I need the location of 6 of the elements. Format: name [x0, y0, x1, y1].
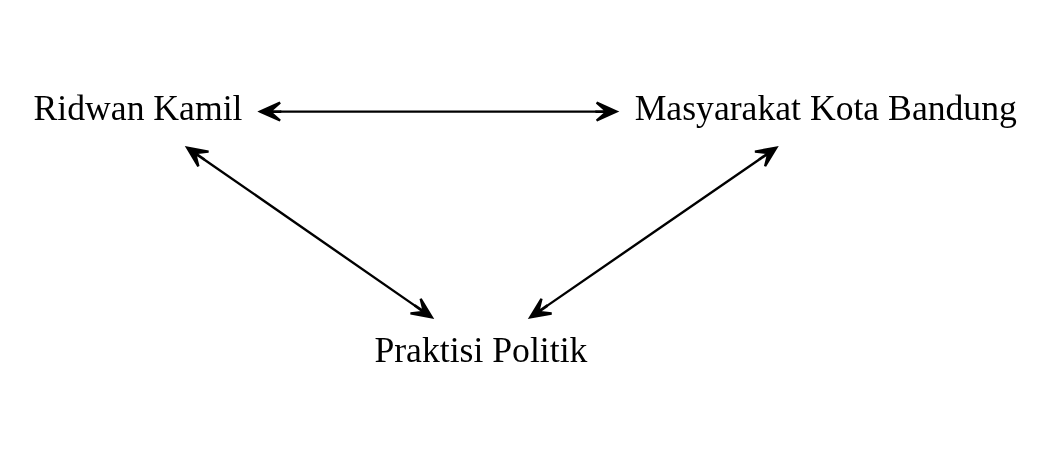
arrow: [259, 101, 618, 122]
node-text: Praktisi Politik: [374, 330, 588, 371]
arrow: [529, 146, 778, 319]
node-text: Ridwan Kamil: [33, 88, 243, 129]
arrow: [186, 146, 434, 319]
node-text: Masyarakat Kota Bandung: [634, 88, 1017, 129]
